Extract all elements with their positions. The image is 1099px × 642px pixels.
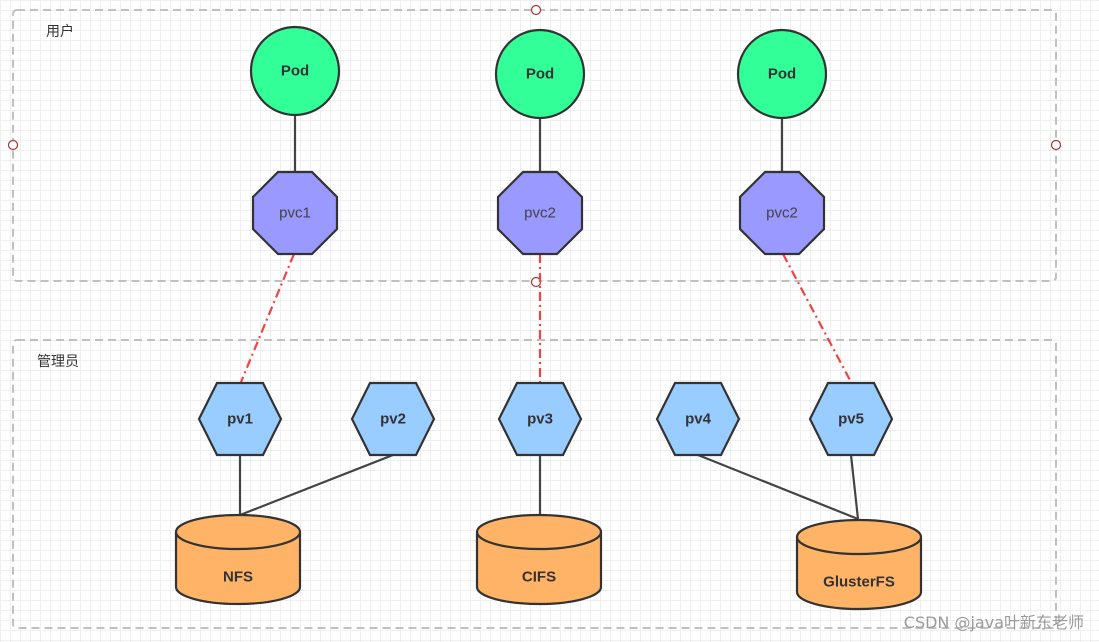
pv-node[interactable]: pv1 <box>197 381 283 457</box>
storage-label: NFS <box>223 569 253 586</box>
storage-label: CIFS <box>522 569 556 586</box>
pv-label: pv5 <box>838 411 864 428</box>
pod-label: Pod <box>526 66 554 83</box>
link-pv2-nfs[interactable] <box>239 453 394 517</box>
pv-node[interactable]: pv2 <box>350 381 436 457</box>
pod-node[interactable]: Pod <box>249 25 341 117</box>
pod-label: Pod <box>768 66 796 83</box>
storage-cylinder-top <box>475 513 603 551</box>
binding-pvc3-pv5[interactable] <box>782 253 852 383</box>
storage-cylinder-top <box>174 513 302 551</box>
pvc-node[interactable]: pvc1 <box>251 170 339 256</box>
storage-cylinder-body <box>174 532 302 606</box>
storage-cylinder-body <box>475 532 603 606</box>
pv-label: pv2 <box>380 411 406 428</box>
watermark: CSDN @java叶新东老师 <box>904 613 1084 632</box>
binding-pvc1-pv1[interactable] <box>239 253 296 383</box>
pod-label: Pod <box>281 63 309 80</box>
pod-shape <box>736 28 828 120</box>
user-group-label: 用户 <box>46 23 74 40</box>
pvc-node[interactable]: pvc2 <box>738 170 826 256</box>
admin-group-label: 管理员 <box>37 354 79 370</box>
pv-shape <box>808 381 894 457</box>
storage-node[interactable]: GlusterFS <box>795 518 923 611</box>
pvc-label: pvc1 <box>279 205 311 222</box>
pv-shape <box>655 381 741 457</box>
pvc-shape <box>738 170 826 256</box>
pv-node[interactable]: pv4 <box>655 381 741 457</box>
pvc-shape <box>251 170 339 256</box>
pv-label: pv4 <box>685 411 712 428</box>
pvc-node[interactable]: pvc2 <box>496 170 584 256</box>
resize-handle-left[interactable] <box>7 139 19 151</box>
pv-shape <box>497 381 583 457</box>
pod-node[interactable]: Pod <box>494 28 586 120</box>
pv-label: pv3 <box>527 411 553 428</box>
resize-handle-right[interactable] <box>1050 139 1062 151</box>
storage-label: GlusterFS <box>823 574 895 591</box>
pod-shape <box>494 28 586 120</box>
pv-node[interactable]: pv3 <box>497 381 583 457</box>
pv-shape <box>350 381 436 457</box>
pvc-label: pvc2 <box>524 205 556 222</box>
pv-shape <box>197 381 283 457</box>
pv-label: pv1 <box>227 411 253 428</box>
pvc-label: pvc2 <box>766 205 798 222</box>
pod-node[interactable]: Pod <box>736 28 828 120</box>
storage-cylinder-body <box>795 537 923 611</box>
pod-shape <box>249 25 341 117</box>
link-pv4-glusterfs[interactable] <box>697 453 859 521</box>
storage-node[interactable]: CIFS <box>475 513 603 606</box>
pvc-shape <box>496 170 584 256</box>
resize-handle-top[interactable] <box>530 4 542 16</box>
pv-node[interactable]: pv5 <box>808 381 894 457</box>
link-pv5-glusterfs[interactable] <box>849 454 860 520</box>
storage-cylinder-top <box>795 518 923 556</box>
storage-node[interactable]: NFS <box>174 513 302 606</box>
